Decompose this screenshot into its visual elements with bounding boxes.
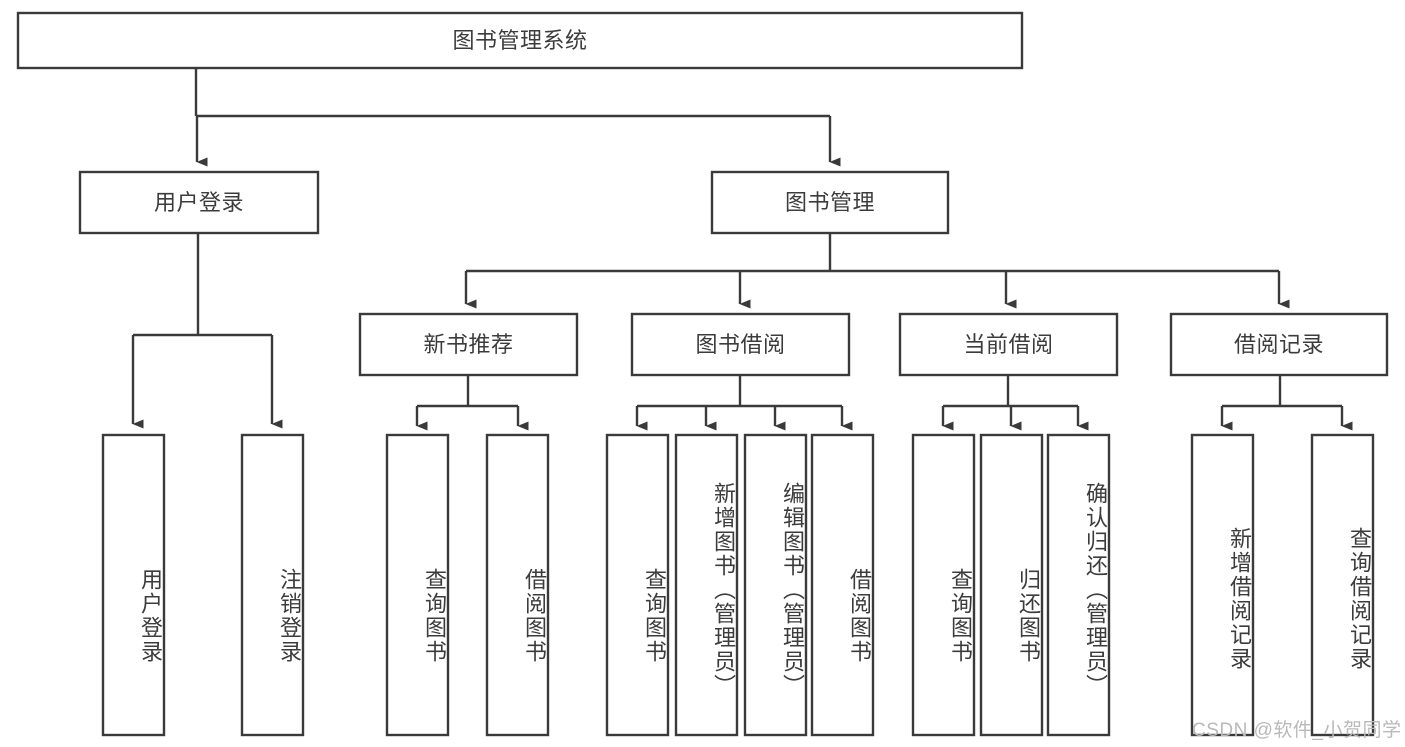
node-box-leaf-borrow-record-0[interactable] — [1190, 433, 1255, 737]
node-box-leaf-user-login-1[interactable] — [240, 433, 305, 737]
node-box-book-manage[interactable] — [710, 170, 950, 235]
connector-group-user-login — [131, 233, 283, 429]
node-box-leaf-user-login-0[interactable] — [101, 433, 166, 737]
node-box-leaf-book-borrow-3[interactable] — [810, 433, 875, 737]
node-box-root[interactable] — [16, 11, 1024, 70]
node-box-leaf-book-borrow-0[interactable] — [605, 433, 670, 737]
node-box-new-book-recommend[interactable] — [358, 312, 579, 377]
connector-group-current-borrow — [941, 375, 1089, 431]
node-box-user-login[interactable] — [78, 170, 320, 235]
connector-group-book-manage — [464, 233, 1290, 309]
node-box-leaf-new-book-1[interactable] — [485, 433, 550, 737]
node-box-leaf-current-borrow-0[interactable] — [911, 433, 976, 737]
node-box-current-borrow[interactable] — [898, 312, 1119, 377]
node-box-leaf-new-book-0[interactable] — [385, 433, 450, 737]
connector-group-new-book — [415, 375, 529, 431]
connector-group-book-borrow — [635, 375, 853, 431]
node-box-borrow-record[interactable] — [1169, 312, 1389, 377]
node-box-leaf-book-borrow-1[interactable] — [674, 433, 739, 737]
node-box-leaf-book-borrow-2[interactable] — [743, 433, 808, 737]
connector-group-root — [194, 68, 841, 167]
node-box-leaf-current-borrow-2[interactable] — [1046, 433, 1111, 737]
connector-group-borrow-record — [1220, 375, 1353, 431]
csdn-watermark: CSDN @软件_小贺同学 — [1192, 720, 1402, 741]
node-box-leaf-current-borrow-1[interactable] — [979, 433, 1044, 737]
node-box-leaf-borrow-record-1[interactable] — [1310, 433, 1375, 737]
node-box-book-borrow[interactable] — [630, 312, 851, 377]
